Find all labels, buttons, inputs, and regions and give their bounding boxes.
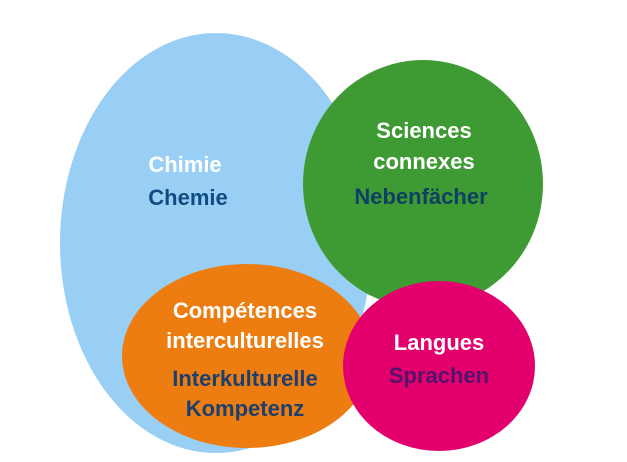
sciences-label-fr-line2: connexes xyxy=(373,149,475,174)
chimie-label-fr: Chimie xyxy=(148,152,222,177)
sciences-connexes-ellipse xyxy=(303,60,543,308)
langues-label-de: Sprachen xyxy=(388,363,490,388)
competences-label-fr-line1: Compétences xyxy=(172,298,318,323)
sciences-label-fr-line1: Sciences xyxy=(376,118,472,143)
competences-label-de-line2: Kompetenz xyxy=(185,396,305,421)
langues-ellipse xyxy=(343,281,535,451)
sciences-label-de: Nebenfächer xyxy=(354,184,488,209)
langues-label-fr: Langues xyxy=(393,330,485,355)
chimie-label-de: Chemie xyxy=(148,185,228,210)
competences-label-de-line1: Interkulturelle xyxy=(172,366,318,391)
competences-interculturelles-ellipse xyxy=(122,264,372,448)
competences-label-fr-line2: interculturelles xyxy=(166,328,324,353)
